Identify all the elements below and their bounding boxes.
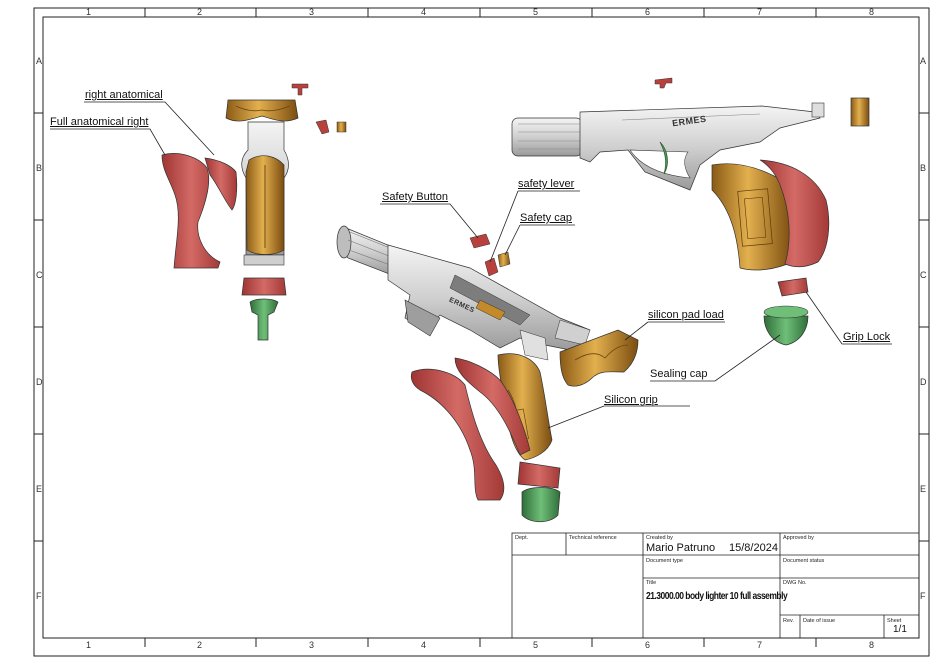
callout-full-anatomical-right: Full anatomical right bbox=[50, 116, 149, 128]
tb-created-by-label: Created by bbox=[646, 535, 673, 541]
callout-silicon-pad-load: silicon pad load bbox=[648, 309, 724, 321]
row-label-f-right: F bbox=[920, 591, 926, 601]
row-label-b-right: B bbox=[920, 163, 927, 173]
trigger-side bbox=[659, 141, 668, 175]
tb-rev-label: Rev. bbox=[783, 618, 794, 624]
tb-author: Mario Patruno bbox=[646, 542, 716, 554]
pad-load-iso bbox=[559, 329, 639, 387]
callout-sealing-cap: Sealing cap bbox=[650, 368, 708, 380]
col-label-5: 5 bbox=[533, 7, 539, 17]
front-view-group bbox=[161, 83, 347, 341]
col-label-1: 1 bbox=[86, 7, 92, 17]
callout-right-anatomical: right anatomical bbox=[85, 89, 163, 101]
col-label-4-bottom: 4 bbox=[421, 640, 427, 650]
safety-button-front bbox=[291, 83, 309, 96]
outer-frame bbox=[33, 7, 930, 657]
col-label-8-bottom: 8 bbox=[869, 640, 875, 650]
tb-date: 15/8/2024 bbox=[729, 542, 778, 554]
col-label-6-bottom: 6 bbox=[645, 640, 651, 650]
tb-sheet-value: 1/1 bbox=[893, 624, 907, 635]
tb-document-type-label: Document type bbox=[646, 558, 683, 564]
safety-lever-iso bbox=[484, 257, 499, 277]
tb-document-status-label: Document status bbox=[783, 558, 825, 564]
grip-lock-side bbox=[777, 277, 809, 297]
safety-button-iso bbox=[469, 233, 491, 249]
col-label-3: 3 bbox=[309, 7, 315, 17]
tb-tech-ref-label: Technical reference bbox=[569, 535, 617, 541]
row-label-b: B bbox=[36, 163, 43, 173]
row-label-e: E bbox=[36, 484, 43, 494]
safety-cap-iso bbox=[497, 251, 511, 268]
row-label-f: F bbox=[36, 591, 42, 601]
full-anatomical-iso bbox=[410, 368, 505, 501]
exploded-view-group bbox=[336, 225, 639, 523]
pad-load-side bbox=[850, 97, 870, 127]
col-label-8: 8 bbox=[869, 7, 875, 17]
grid-ticks bbox=[34, 8, 929, 647]
col-label-6: 6 bbox=[645, 7, 651, 17]
col-label-2: 2 bbox=[197, 7, 203, 17]
full-anatomical-side bbox=[759, 159, 830, 268]
sealing-cap-front bbox=[249, 298, 279, 341]
callout-safety-lever: safety lever bbox=[518, 178, 575, 190]
row-label-c: C bbox=[36, 270, 43, 280]
col-label-3-bottom: 3 bbox=[309, 640, 315, 650]
callout-grip-lock: Grip Lock bbox=[843, 331, 891, 343]
right-anatomical-grip bbox=[204, 157, 238, 211]
row-label-d: D bbox=[36, 377, 43, 387]
sealing-cap-side bbox=[763, 315, 809, 346]
leader-lines bbox=[50, 101, 892, 429]
col-label-2-bottom: 2 bbox=[197, 640, 203, 650]
row-label-c-right: C bbox=[920, 270, 927, 280]
side-view-group bbox=[511, 77, 870, 346]
row-label-a-right: A bbox=[920, 56, 927, 66]
row-label-d-right: D bbox=[920, 377, 927, 387]
col-label-7: 7 bbox=[757, 7, 763, 17]
row-label-e-right: E bbox=[920, 484, 927, 494]
tb-title-label: Title bbox=[646, 580, 657, 586]
tb-sheet-label: Sheet bbox=[887, 618, 902, 624]
title-block-lines bbox=[511, 532, 920, 639]
tb-date-of-issue-label: Date of issue bbox=[803, 618, 836, 624]
row-label-a: A bbox=[36, 56, 43, 66]
callout-silicon-grip: Silicon grip bbox=[604, 394, 658, 406]
col-label-5-bottom: 5 bbox=[533, 640, 539, 650]
tb-approved-by-label: Approved by bbox=[783, 535, 814, 541]
callout-safety-button: Safety Button bbox=[382, 191, 449, 203]
col-label-7-bottom: 7 bbox=[757, 640, 763, 650]
sealing-cap-iso bbox=[521, 487, 561, 523]
pad-load-front bbox=[225, 99, 299, 122]
tb-dept-label: Dept. bbox=[515, 535, 529, 541]
tb-title: 21.3000.00 body lighter 10 full assembly bbox=[646, 591, 788, 602]
grip-lock-front bbox=[241, 277, 287, 296]
right-anatomical-iso bbox=[454, 357, 531, 456]
callout-safety-cap: Safety cap bbox=[520, 212, 572, 224]
col-label-4: 4 bbox=[421, 7, 427, 17]
full-anatomical-grip bbox=[161, 153, 221, 269]
tb-dwg-no-label: DWG No. bbox=[783, 580, 807, 586]
col-label-1-bottom: 1 bbox=[86, 640, 92, 650]
